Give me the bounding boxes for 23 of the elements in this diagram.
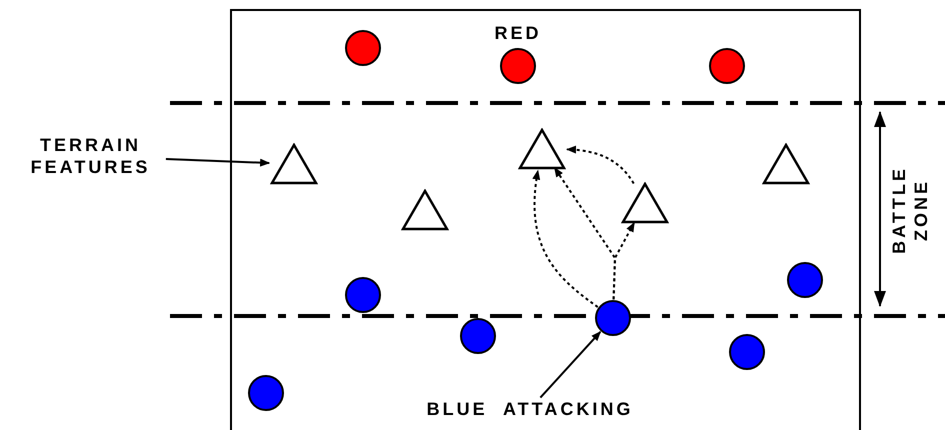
- arrow: [540, 331, 602, 398]
- unit-circle: [787, 262, 823, 298]
- unit-circle: [709, 48, 745, 84]
- terrain-triangle: [762, 143, 810, 185]
- area-label: RED: [493, 22, 542, 44]
- terrain-triangle: [518, 128, 566, 170]
- terrain-triangle: [621, 182, 669, 224]
- dotted-arrow: [566, 146, 635, 184]
- dotted-arrow: [612, 222, 636, 300]
- callout-label: BLUE ATTACKING: [410, 398, 650, 420]
- dotted-arrow: [532, 170, 598, 308]
- unit-circle: [500, 48, 536, 84]
- leader-arrow: [166, 158, 270, 167]
- unit-circle: [248, 375, 284, 411]
- unit-circle: [595, 300, 631, 336]
- unit-circle: [729, 334, 765, 370]
- unit-circle: [345, 30, 381, 66]
- unit-circle: [345, 277, 381, 313]
- callout-label: TERRAIN FEATURES: [18, 134, 163, 178]
- unit-circle: [460, 318, 496, 354]
- area-label: BATTLE ZONE: [888, 165, 932, 256]
- terrain-triangle: [401, 189, 449, 231]
- terrain-triangle: [270, 143, 318, 185]
